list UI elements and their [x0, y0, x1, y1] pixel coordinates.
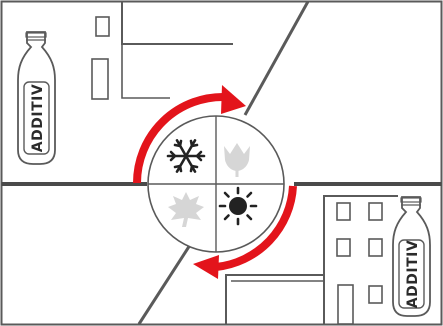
season-wheel: [148, 116, 284, 252]
sun-icon: [220, 188, 256, 224]
bottle-label-bottom-right: ADDITIV: [405, 240, 421, 308]
bottle-label-top-left: ADDITIV: [30, 84, 46, 152]
